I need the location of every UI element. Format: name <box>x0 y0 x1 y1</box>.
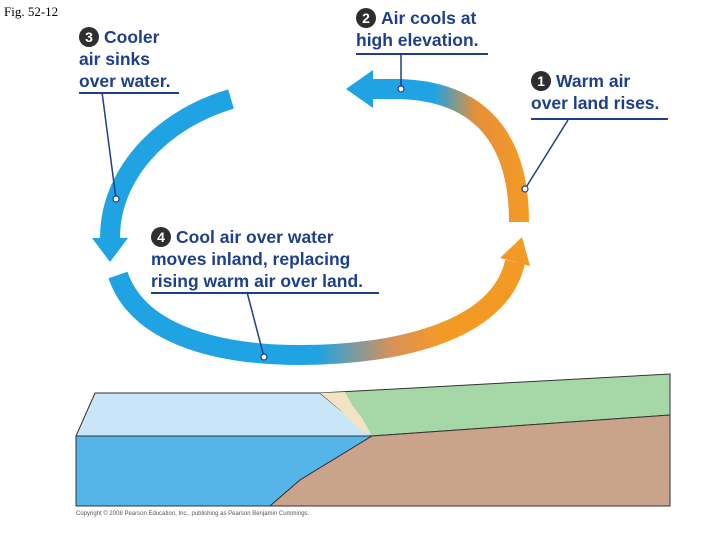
inland-air-arrow <box>108 259 525 366</box>
callout-2-underline <box>356 53 488 55</box>
copyright-notice: Copyright © 2008 Pearson Education, Inc.… <box>76 511 310 517</box>
landscape-block <box>75 373 671 507</box>
callout-2-number: 2 <box>356 8 376 28</box>
callout-2-dot <box>397 85 405 93</box>
callout-1-line-2: over land rises. <box>531 93 660 113</box>
callout-4-line-1: Cool air over water <box>176 227 334 247</box>
callout-3-line-2: air sinks <box>79 49 151 69</box>
callout-1-line-1: Warm air <box>556 71 631 91</box>
land-front <box>268 414 671 507</box>
callout-3-line-3: over water. <box>79 71 171 91</box>
callout-2-line-1: Air cools at <box>381 8 477 28</box>
rising-air-arrowhead <box>346 70 373 108</box>
callout-3-number: 3 <box>79 27 99 47</box>
callout-3-line-1: Cooler <box>104 27 160 47</box>
figure-label: Fig. 52-12 <box>4 4 59 19</box>
callout-1-dot <box>521 185 529 193</box>
callout-4-line-2: moves inland, replacing <box>151 249 351 269</box>
callout-1-number: 1 <box>531 71 551 91</box>
callout-4-dot <box>260 353 268 361</box>
callout-1-pointer <box>524 119 569 190</box>
sinking-air-arrowhead <box>92 238 128 262</box>
callout-3-dot <box>112 195 120 203</box>
inland-air-arrowhead <box>500 237 530 266</box>
callout-3-underline <box>79 92 179 94</box>
callout-4-line-3: rising warm air over land. <box>151 271 364 291</box>
callout-2-line-2: high elevation. <box>356 30 479 50</box>
beach <box>320 392 372 436</box>
callout-3-pointer <box>101 91 117 200</box>
sinking-air-arrow <box>100 89 234 239</box>
callout-4-pointer <box>246 291 265 358</box>
callout-1-underline <box>531 118 668 120</box>
callout-4-number: 4 <box>151 227 171 247</box>
callout-4-underline <box>151 292 379 294</box>
rising-air-arrow <box>372 79 529 223</box>
